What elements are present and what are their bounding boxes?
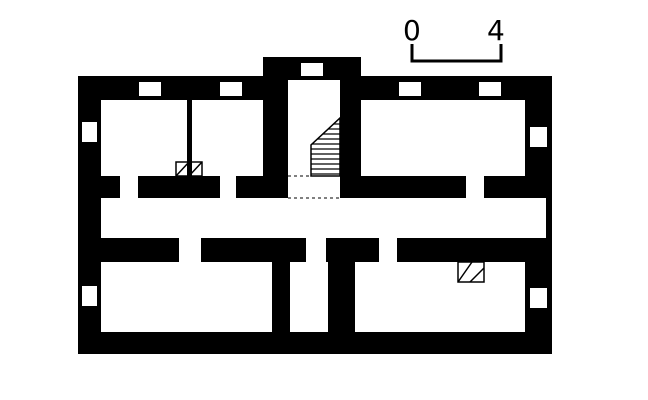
window-top-4 [479, 82, 501, 96]
window-tower [301, 63, 323, 76]
stove-symbol-bottom [457, 261, 485, 283]
rooms [101, 80, 546, 332]
scale-end-label: 4 [487, 14, 505, 47]
corridor [101, 198, 546, 238]
windows [82, 63, 547, 308]
staircase [310, 116, 341, 177]
entrance-right [525, 210, 545, 230]
door-top-left-b [220, 176, 236, 198]
room-bottom-middle [290, 262, 328, 332]
scale-bar: 0 4 [403, 14, 505, 63]
window-top-3 [399, 82, 421, 96]
window-left-1 [82, 122, 97, 142]
stove-symbol-top [175, 161, 203, 177]
door-bottom-left [179, 238, 201, 262]
window-right-2 [530, 288, 547, 308]
window-right-1 [530, 127, 547, 147]
room-top-right [361, 100, 525, 176]
window-top-2 [220, 82, 242, 96]
door-bottom-right [379, 238, 397, 262]
door-top-right [466, 176, 484, 198]
window-left-2 [82, 286, 97, 306]
room-bottom-right [355, 262, 525, 332]
thin-partition [187, 100, 192, 176]
door-bottom-middle [306, 238, 326, 262]
door-top-left-a [120, 176, 138, 198]
scale-bar-line [410, 44, 503, 63]
scale-start-label: 0 [403, 14, 421, 47]
window-top-1 [139, 82, 161, 96]
room-bottom-left [101, 262, 272, 332]
room-top-left [101, 100, 263, 176]
